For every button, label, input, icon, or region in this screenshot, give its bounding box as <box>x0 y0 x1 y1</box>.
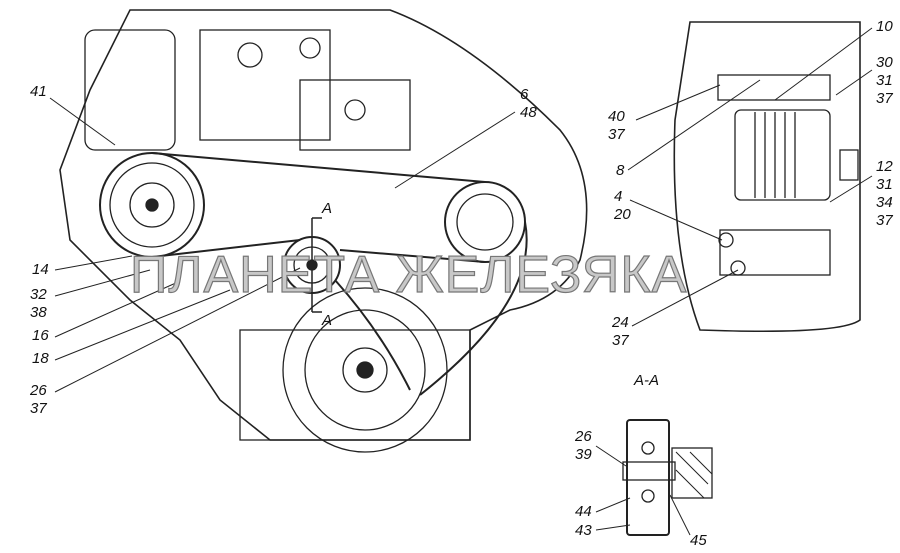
section-title: A-A <box>634 372 660 389</box>
callout-16: 16 <box>32 327 49 345</box>
callout-text: 34 <box>876 194 893 211</box>
callout-text: 38 <box>30 304 47 321</box>
callout-44: 44 <box>575 503 592 521</box>
callout-text: 44 <box>575 503 592 520</box>
callout-text: 10 <box>876 18 893 35</box>
callout-text: 40 <box>608 108 625 125</box>
callout-text: 32 <box>30 286 47 303</box>
engine-front-view <box>59 9 588 441</box>
drive-belt <box>151 152 528 396</box>
callout-text: 45 <box>690 532 707 549</box>
callout-text: 37 <box>612 332 629 349</box>
section-line-a <box>311 217 322 313</box>
callout-text: 48 <box>520 104 537 121</box>
callout-text: 14 <box>32 261 49 278</box>
callout-text: 8 <box>616 162 625 179</box>
callout-text: 6 <box>520 86 529 103</box>
callout-text: 16 <box>32 327 49 344</box>
section-mark-a-top: A <box>322 200 333 217</box>
engine-side-view <box>673 21 861 333</box>
callout-41: 41 <box>30 83 47 101</box>
callout-text: 37 <box>30 400 47 417</box>
callout-43: 43 <box>575 522 592 540</box>
callout-text: 31 <box>876 72 893 89</box>
callout-text: 26 <box>575 428 592 445</box>
callout-14: 14 <box>32 261 49 279</box>
callout-text: 37 <box>608 126 625 143</box>
callout-text: 24 <box>612 314 629 331</box>
callout-10: 10 <box>876 18 893 36</box>
leader-lines-section <box>595 445 691 536</box>
callout-text: 4 <box>614 188 623 205</box>
crankshaft-pulley <box>282 287 448 453</box>
callout-8: 8 <box>616 162 624 180</box>
callout-text: 37 <box>876 90 893 107</box>
callout-text: 18 <box>32 350 49 367</box>
callout-text: 31 <box>876 176 893 193</box>
callout-text: 43 <box>575 522 592 539</box>
callout-text: 26 <box>30 382 47 399</box>
callout-text: 41 <box>30 83 47 100</box>
leader-lines-main <box>49 97 516 393</box>
leader-lines-side <box>627 27 873 327</box>
callout-text: 37 <box>876 212 893 229</box>
section-mark-a-bottom: A <box>322 312 333 329</box>
alternator-pulley <box>99 152 205 258</box>
callout-18: 18 <box>32 350 49 368</box>
callout-text: 39 <box>575 446 592 463</box>
watermark: ПЛАНЕТА ЖЕЛЕЗЯКА <box>129 245 688 304</box>
callout-text: 30 <box>876 54 893 71</box>
callout-45: 45 <box>690 532 707 550</box>
callout-text: 20 <box>614 206 631 223</box>
callout-text: 12 <box>876 158 893 175</box>
section-a-a-drawing <box>622 419 713 536</box>
